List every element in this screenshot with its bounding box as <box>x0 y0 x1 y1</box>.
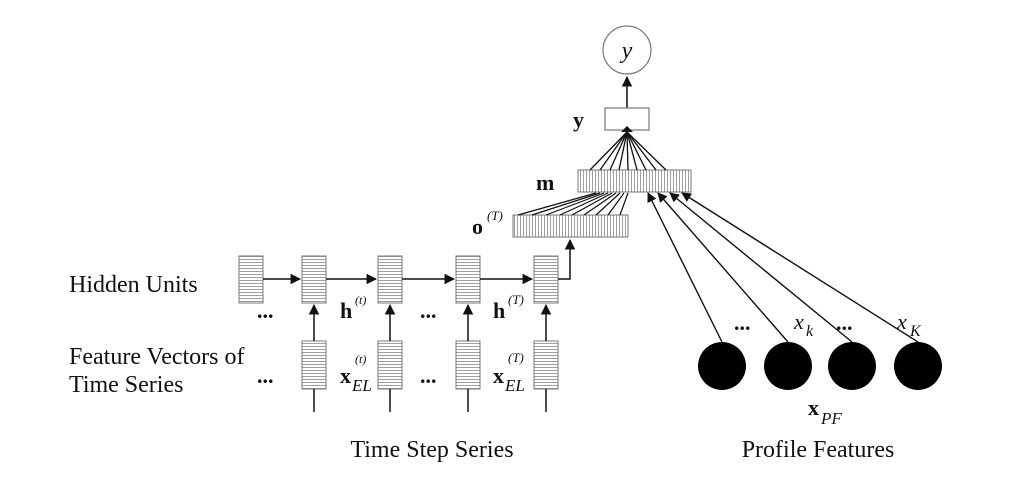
time-step-series-caption: Time Step Series <box>350 437 513 463</box>
profile-ellipsis-2: ... <box>836 310 853 335</box>
x-T-label: x <box>493 363 504 388</box>
hidden-unit-box-t <box>377 255 403 304</box>
output-y-label: y <box>620 38 633 64</box>
m-to-y-arrowhead <box>621 126 633 132</box>
h-t-superscript: (t) <box>355 293 366 307</box>
x-k-label: x <box>793 309 804 334</box>
feature-ellipsis-2: ... <box>420 363 437 388</box>
hidden-unit-box-T <box>533 255 559 304</box>
feature-vector-box-1 <box>301 340 327 390</box>
profile-feature-node-1 <box>698 342 746 390</box>
feature-ellipsis-1: ... <box>257 363 274 388</box>
feature-vector-box-t <box>377 340 403 390</box>
x-pf-label: x <box>808 395 819 420</box>
rnn-output-layer-o <box>512 214 629 238</box>
profile-feature-node-K <box>894 342 942 390</box>
profile-feature-node-3 <box>828 342 876 390</box>
hidden-ellipsis-1: ... <box>257 298 274 323</box>
hidden-unit-box-1 <box>301 255 327 304</box>
feature-vector-box-3 <box>455 340 481 390</box>
profile-ellipsis-1: ... <box>734 310 751 335</box>
output-layer-label: y <box>573 107 584 132</box>
hidden-to-o-arrow <box>558 238 576 280</box>
output-node-circle <box>602 25 652 75</box>
x-k-subscript: k <box>806 323 814 340</box>
x-K-subscript: K <box>909 323 922 340</box>
x-T-superscript: (T) <box>508 350 524 365</box>
m-to-y-connections <box>589 131 667 171</box>
hidden-ellipsis-2: ... <box>420 298 437 323</box>
input-stems <box>313 389 547 412</box>
x-t-superscript: (t) <box>355 352 366 366</box>
o-label: o <box>472 214 483 239</box>
feature-vectors-label-line2: Time Series <box>69 372 183 398</box>
hidden-unit-box-3 <box>455 255 481 304</box>
input-to-hidden-arrows <box>308 303 552 341</box>
merge-layer-m <box>577 169 692 193</box>
h-T-label: h <box>493 298 505 323</box>
profile-features-caption: Profile Features <box>742 437 895 463</box>
x-t-subscript: EL <box>351 376 372 395</box>
hidden-units-label: Hidden Units <box>69 272 198 298</box>
hidden-unit-box-0 <box>238 255 264 304</box>
profile-feature-node-k <box>764 342 812 390</box>
feature-vector-box-T <box>533 340 559 390</box>
o-label-superscript: (T) <box>487 208 503 223</box>
h-t-label: h <box>340 298 352 323</box>
h-T-superscript: (T) <box>508 292 524 307</box>
x-t-label: x <box>340 363 351 388</box>
x-T-subscript: EL <box>504 376 525 395</box>
profile-to-m-connections <box>647 192 919 343</box>
o-to-m-connections <box>517 192 629 216</box>
x-K-label: x <box>896 309 907 334</box>
feature-vectors-label-line1: Feature Vectors of <box>69 344 245 370</box>
merge-layer-label: m <box>536 170 554 195</box>
x-pf-subscript: PF <box>820 409 842 428</box>
